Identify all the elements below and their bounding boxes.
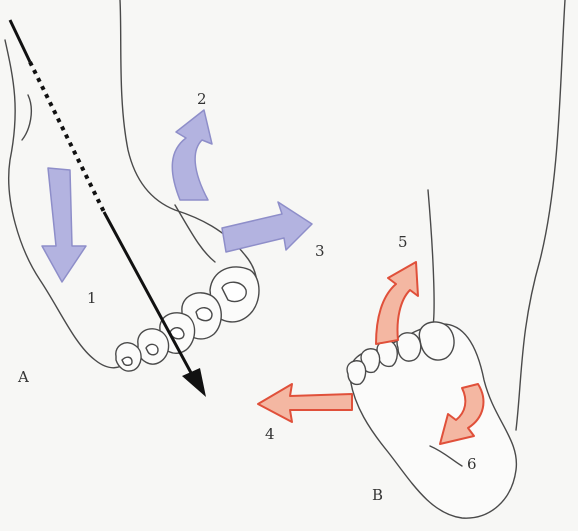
foot-b-toe-5 [347,361,366,385]
panel-label-b: B [372,488,383,503]
label-2: 2 [197,92,207,107]
foot-b-toe-2 [397,333,421,361]
label-6: 6 [467,457,477,472]
label-1: 1 [87,291,97,306]
label-5: 5 [398,235,408,250]
blue-arrow-2 [172,110,212,200]
label-4: 4 [265,427,275,442]
foot-a [5,0,259,371]
label-3: 3 [315,244,325,259]
panel-label-a: A [18,370,29,385]
foot-b-toe-3 [377,341,397,367]
blue-arrow-1 [42,168,86,282]
blue-arrow-3 [222,202,312,252]
red-arrow-4 [258,384,352,422]
red-arrow-5 [376,262,418,344]
